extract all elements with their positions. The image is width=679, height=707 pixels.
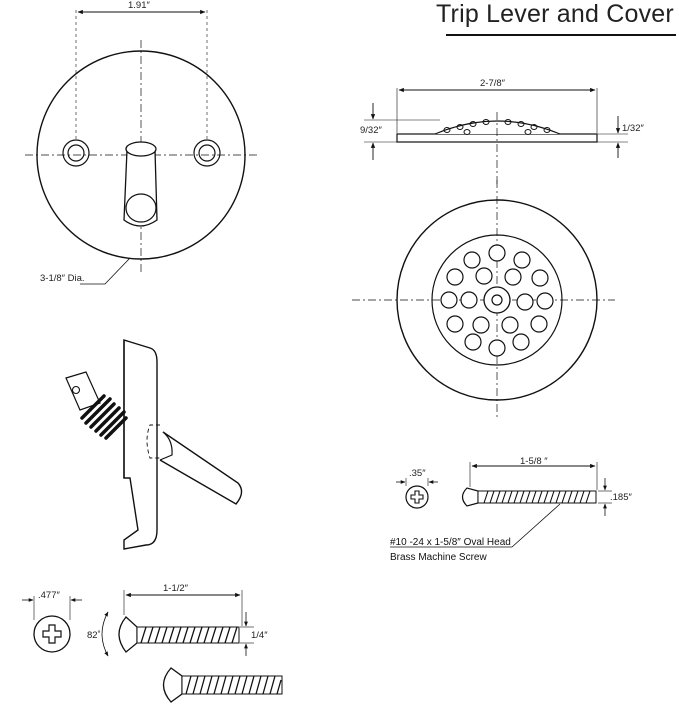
strainer-profile [364, 87, 628, 185]
large-screw-head-end [33, 615, 71, 653]
small-screw-shank [477, 490, 597, 504]
label-1-4: 1/4″ [251, 630, 268, 641]
linkage-threads [80, 394, 128, 440]
screw-hole-right [193, 139, 221, 167]
large-screw-2-head-side [162, 667, 183, 703]
screw-hole-right-inner [198, 144, 216, 162]
label-82-deg: 82˚ [87, 630, 101, 641]
lever-shaft [123, 149, 158, 227]
label-2-7-8: 2-7/8″ [480, 78, 506, 89]
lever-base [125, 141, 157, 157]
screw-hole-left-inner [67, 144, 85, 162]
diagram-title: Trip Lever and Cover [436, 0, 674, 28]
label-1-5-8: 1-5/8 ″ [520, 456, 548, 467]
small-screw [390, 462, 612, 548]
label-35: .35″ [409, 468, 426, 479]
strainer-profile-holes [443, 119, 551, 135]
small-screw-head-side [461, 487, 479, 507]
label-1-91: 1.91″ [128, 0, 150, 11]
large-screw [22, 590, 283, 703]
diameter-leader [80, 257, 131, 285]
title-underline [446, 34, 676, 36]
label-185: .185″ [610, 492, 632, 503]
strainer-center-hub [483, 286, 511, 314]
lever-side-view [65, 339, 243, 550]
lever-handle [159, 431, 243, 505]
strainer-dome [434, 120, 561, 135]
angle-arc-82 [101, 611, 109, 657]
strainer-center-hole [491, 294, 503, 306]
lever-plate-profile [123, 339, 158, 550]
screw-note-line2: Brass Machine Screw [390, 552, 487, 563]
large-screw-2-threads [185, 675, 282, 695]
label-477: .477″ [38, 590, 60, 601]
large-screw-head-side [118, 616, 138, 653]
label-9-32: 9/32″ [360, 125, 382, 136]
screw-note-line1: #10 -24 x 1-5/8″ Oval Head [390, 537, 511, 548]
label-1-32: 1/32″ [622, 123, 644, 134]
strainer-holes [440, 244, 554, 357]
faceplate-view [25, 9, 258, 285]
large-screw-phillips [42, 624, 62, 644]
strainer-top-view [352, 180, 615, 420]
linkage-tab [65, 371, 101, 411]
small-screw-phillips [410, 490, 424, 504]
linkage-tab-hole [71, 385, 81, 395]
lever-hidden-shaft [146, 424, 160, 459]
small-screw-leader [390, 503, 561, 548]
label-diameter: 3-1/8″ Dia. [40, 273, 85, 284]
screw-hole-left [62, 139, 90, 167]
large-screw-threads [140, 626, 238, 644]
lever-tip [125, 193, 157, 223]
small-screw-head-end [405, 485, 429, 509]
label-1-1-2: 1-1/2″ [163, 583, 189, 594]
small-screw-threads [483, 490, 591, 504]
